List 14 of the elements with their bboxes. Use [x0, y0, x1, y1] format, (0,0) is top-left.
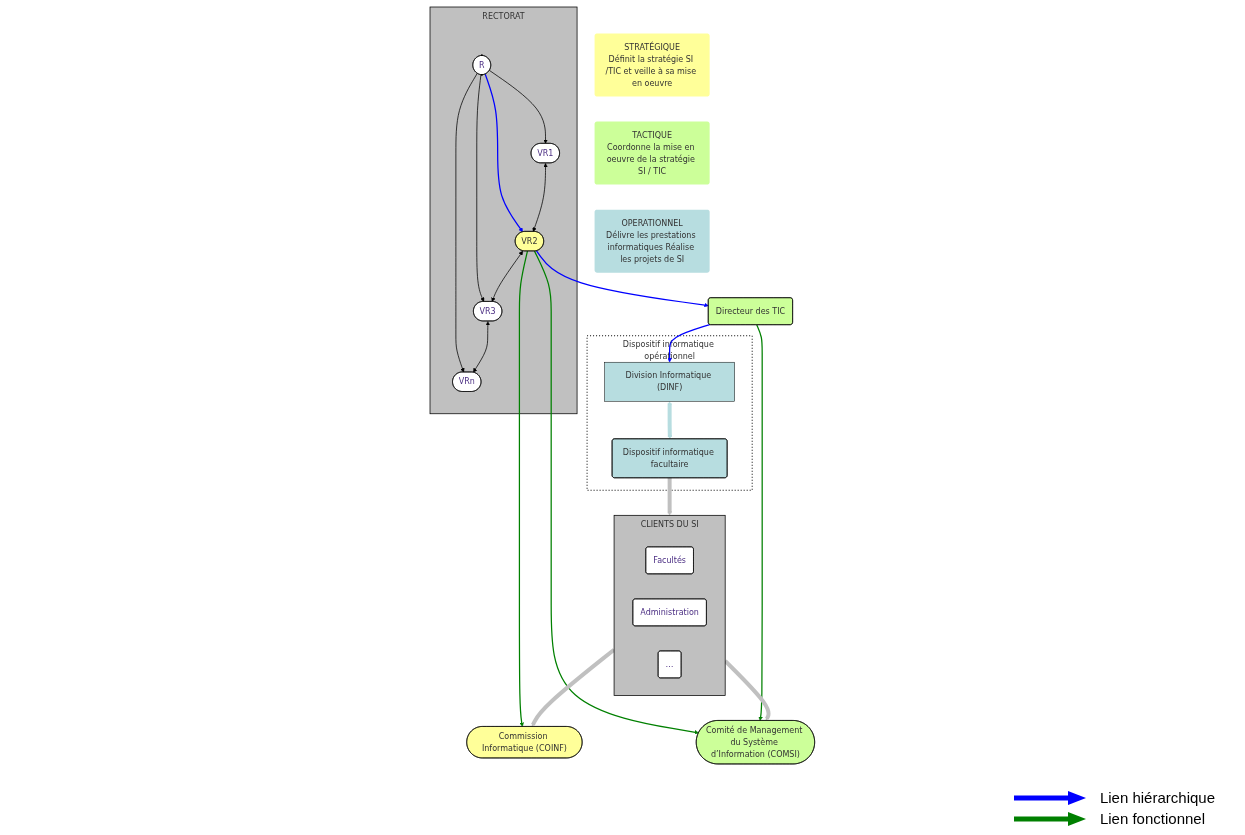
arrow	[667, 400, 673, 439]
arrow	[531, 647, 616, 727]
node-box: Division Informatique (DINF)	[604, 361, 736, 401]
arrow	[534, 250, 700, 734]
arrow	[518, 250, 529, 727]
arrow	[484, 73, 524, 232]
legend-text: Lien fonctionnel	[1099, 810, 1205, 827]
legend-text: Lien hiérarchique	[1099, 789, 1215, 806]
node-box: OPERATIONNEL Délivre les prestations informatiques Réalise les projets de SI	[594, 209, 710, 273]
arrow	[756, 323, 763, 721]
arrow	[667, 477, 672, 516]
arrow	[536, 249, 709, 307]
node-box: STRATÉGIQUE Définit la stratégie SI /TIC et veille à sa mise en oeuvre	[594, 33, 710, 97]
node-box: TACTIQUE Coordonne la mise en oeuvre de la stratégie SI / TIC	[594, 121, 710, 185]
